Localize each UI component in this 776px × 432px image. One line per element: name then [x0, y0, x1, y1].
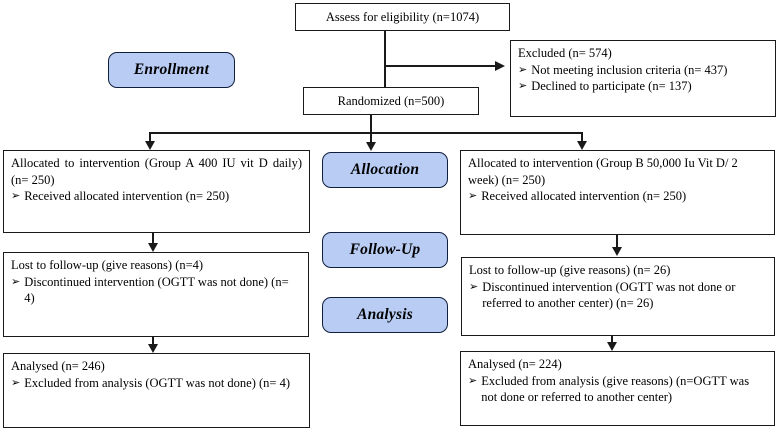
arrowhead-branch-right — [576, 141, 587, 150]
box-analysed-a: Analysed (n= 246) ➢ Excluded from analys… — [3, 353, 310, 428]
analysed-a-item: ➢ Excluded from analysis (OGTT was not d… — [11, 375, 291, 390]
excluded-item: ➢ Declined to participate (n= 137) — [518, 79, 692, 93]
lost-follow-up-a-item: ➢ Discontinued intervention (OGTT was no… — [11, 274, 289, 306]
arrowhead-follow-b-to-analysed-b — [606, 342, 617, 351]
box-randomized: Randomized (n=500) — [303, 87, 479, 115]
analysed-a-title: Analysed (n= 246) — [11, 359, 105, 373]
connector-randomized-to-branch — [370, 115, 372, 134]
stage-label-analysis: Analysis — [322, 297, 448, 333]
analysis-label-text: Analysis — [357, 306, 413, 323]
arrowhead-bullet-icon: ➢ — [518, 80, 528, 92]
excluded-title: Excluded (n= 574) — [518, 46, 612, 60]
box-analysed-b: Analysed (n= 224) ➢ Excluded from analys… — [460, 351, 775, 426]
connector-branch-left — [149, 132, 151, 142]
stage-label-allocation: Allocation — [322, 152, 448, 188]
connector-follow-a-to-analysed-a — [152, 337, 154, 345]
allocated-group-a-title: Allocated to intervention (Group A 400 I… — [11, 156, 302, 187]
lost-follow-up-b-title: Lost to follow-up (give reasons) (n= 26) — [469, 263, 671, 277]
randomized-text: Randomized (n=500) — [337, 93, 445, 108]
allocation-label-text: Allocation — [350, 161, 420, 178]
connector-alloc-a-to-follow-a — [152, 233, 154, 244]
excluded-item: ➢ Not meeting inclusion criteria (n= 437… — [518, 62, 728, 77]
arrowhead-alloc-a-to-follow-a — [147, 243, 158, 252]
box-lost-follow-up-a: Lost to follow-up (give reasons) (n=4) ➢… — [3, 252, 309, 337]
enrollment-label-text: Enrollment — [133, 61, 210, 78]
arrowhead-branch-left — [144, 141, 155, 150]
arrowhead-bullet-icon: ➢ — [11, 376, 21, 389]
allocated-group-b-item: ➢ Received allocated intervention (n= 25… — [468, 189, 687, 203]
connector-branch-middle — [370, 132, 372, 143]
arrowhead-bullet-icon: ➢ — [11, 275, 21, 288]
arrowhead-bullet-icon: ➢ — [11, 190, 21, 202]
box-lost-follow-up-b: Lost to follow-up (give reasons) (n= 26)… — [461, 257, 775, 336]
allocated-group-b-title: Allocated to intervention (Group B 50,00… — [468, 156, 738, 187]
connector-alloc-b-to-follow-b — [616, 235, 618, 248]
arrowhead-bullet-icon: ➢ — [468, 190, 478, 202]
connector-to-excluded — [385, 65, 495, 67]
allocated-group-a-item: ➢ Received allocated intervention (n= 25… — [11, 189, 230, 203]
analysed-b-title: Analysed (n= 224) — [468, 357, 562, 371]
arrowhead-bullet-icon: ➢ — [518, 63, 528, 76]
box-allocated-group-a: Allocated to intervention (Group A 400 I… — [3, 150, 310, 233]
arrowhead-bullet-icon: ➢ — [468, 374, 478, 387]
follow-up-label-text: Follow-Up — [349, 241, 421, 258]
connector-branch-horizontal — [149, 132, 583, 134]
arrowhead-branch-middle — [365, 142, 376, 151]
box-assess-eligibility: Assess for eligibility (n=1074) — [295, 3, 510, 31]
arrowhead-alloc-b-to-follow-b — [611, 247, 622, 256]
lost-follow-up-a-title: Lost to follow-up (give reasons) (n=4) — [11, 258, 204, 272]
box-excluded: Excluded (n= 574) ➢ Not meeting inclusio… — [510, 40, 776, 117]
connector-branch-right — [581, 132, 583, 142]
assess-eligibility-text: Assess for eligibility (n=1074) — [325, 9, 480, 24]
lost-follow-up-b-item: ➢ Discontinued intervention (OGTT was no… — [469, 279, 736, 311]
stage-label-enrollment: Enrollment — [108, 52, 235, 88]
arrowhead-bullet-icon: ➢ — [469, 280, 479, 293]
stage-label-follow-up: Follow-Up — [322, 232, 448, 268]
arrowhead-follow-a-to-analysed-a — [147, 344, 158, 353]
connector-follow-b-to-analysed-b — [611, 336, 613, 343]
box-allocated-group-b: Allocated to intervention (Group B 50,00… — [460, 150, 775, 235]
connector-assess-to-randomized — [384, 30, 386, 87]
arrowhead-to-excluded — [495, 60, 505, 71]
analysed-b-item: ➢ Excluded from analysis (give reasons) … — [468, 373, 750, 405]
